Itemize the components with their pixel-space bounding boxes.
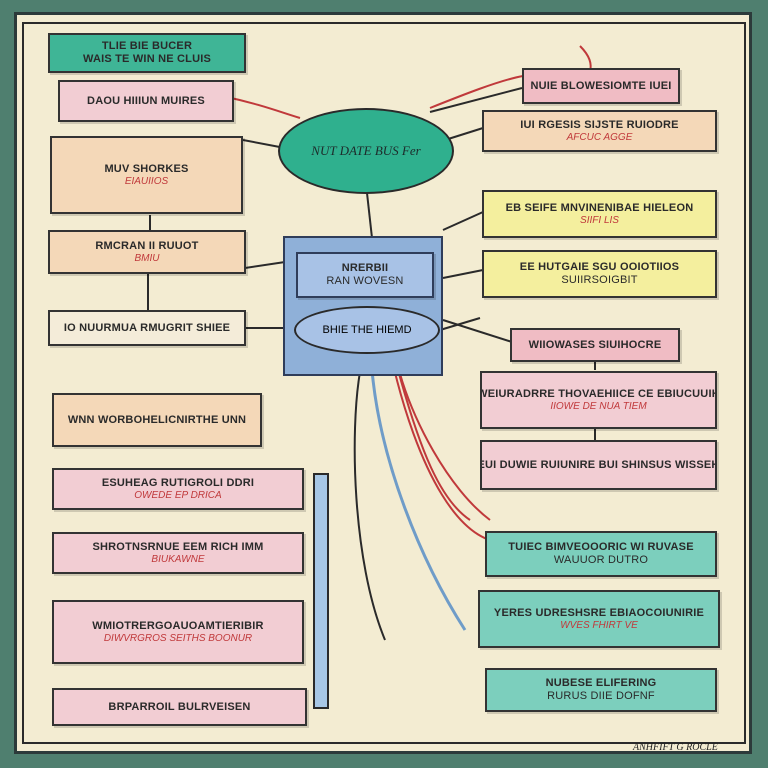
- left-node-2: MUV SHORKES EIAUIIOS: [50, 136, 243, 214]
- hub-title-box: NRERBII RAN WOVESN: [296, 252, 434, 298]
- right-node-3-title: EB SEIFE MNVINENIBAE HIELEON: [505, 201, 694, 214]
- hub-subtitle: RAN WOVESN: [326, 275, 404, 287]
- right-node-10-sub: RURUS DIIE DOFNF: [547, 690, 655, 702]
- connector-bottom-right: [439, 317, 481, 331]
- left-node-6-sub: OWEDE EP DRICA: [134, 489, 222, 501]
- right-node-4: EE HUTGAIE SGU OOIOTIIOS SUIIRSOIGBIT: [482, 250, 717, 298]
- right-node-3-sub: SIIFI LIS: [580, 214, 619, 226]
- right-node-5: WIIOWASES SIUIHOCRE: [510, 328, 680, 362]
- connector-right-3: [442, 211, 484, 231]
- left-node-7: SHROTNSRNUE EEM RICH IMM BIUKAWNE: [52, 532, 304, 574]
- vertical-blue-bar: [313, 473, 329, 709]
- right-node-2-sub: AFCUC AGGE: [566, 131, 633, 143]
- red-wire-3: [394, 354, 491, 521]
- header-line1: TLIE BIE BUCER: [101, 40, 193, 53]
- left-node-7-title: SHROTNSRNUE EEM RICH IMM: [92, 540, 264, 553]
- left-node-2-sub: EIAUIIOS: [124, 175, 169, 187]
- connector-right-4: [442, 269, 484, 279]
- left-node-6: ESUHEAG RUTIGROLI DDRI OWEDE EP DRICA: [52, 468, 304, 510]
- left-node-7-sub: BIUKAWNE: [151, 553, 205, 565]
- right-node-8: TUIEC BIMVEOOORIC WI RUVASE WAUUOR DUTRO: [485, 531, 717, 577]
- left-node-3-sub: BMIU: [134, 252, 160, 264]
- right-node-3: EB SEIFE MNVINENIBAE HIELEON SIIFI LIS: [482, 190, 717, 238]
- hub-ellipse-label: BHIE THE HIEMD: [322, 324, 412, 336]
- right-node-2-title: IUI RGESIS SIJSTE RUIODRE: [520, 118, 679, 131]
- right-node-8-sub: WAUUOR DUTRO: [553, 554, 649, 566]
- right-node-9-sub: WVES FHIRT VE: [560, 619, 638, 631]
- left-node-5: WNN WORBOHELICNIRTHE UNN: [52, 393, 262, 447]
- left-node-4-title: IO NUURMUA RMUGRIT SHIEE: [63, 321, 231, 334]
- connector-right-top: [429, 87, 523, 113]
- right-node-6: WEIURADRRE THOVAEHIICE CE EBIUCUUIH IIOW…: [480, 371, 717, 429]
- central-ellipse-label: NUT DATE BUS Fer: [311, 143, 421, 158]
- left-node-1-title: DAOU HIIIUN MUIRES: [87, 94, 205, 107]
- left-node-3-title: RMCRAN II RUUOT: [95, 239, 199, 252]
- left-node-8-title: WMIOTRERGOAUOAMTIERIBIR: [92, 619, 264, 632]
- header-box: TLIE BIE BUCER WAIS TE WIN NE CLUIS: [48, 33, 246, 73]
- right-node-8-title: TUIEC BIMVEOOORIC WI RUVASE: [508, 541, 694, 554]
- hub-ellipse: BHIE THE HIEMD: [294, 306, 440, 354]
- left-node-6-title: ESUHEAG RUTIGROLI DDRI: [101, 476, 255, 489]
- right-node-1: NUIE BLOWESIOMTE IUEI: [522, 68, 680, 104]
- left-node-1: DAOU HIIIUN MUIRES: [58, 80, 234, 122]
- signature: ANHFIFT G ROCLE: [633, 742, 718, 753]
- right-node-1-title: NUIE BLOWESIOMTE IUEI: [530, 79, 672, 92]
- right-node-5-title: WIIOWASES SIUIHOCRE: [528, 338, 662, 351]
- central-ellipse: NUT DATE BUS Fer: [278, 108, 454, 194]
- connector-down-1: [353, 371, 386, 641]
- left-node-3: RMCRAN II RUUOT BMIU: [48, 230, 246, 274]
- left-node-8: WMIOTRERGOAUOAMTIERIBIR DIWVRGROS SEITHS…: [52, 600, 304, 664]
- right-node-9-title: YERES UDRESHSRE EBIAOCOIUNIRIE: [493, 606, 705, 619]
- header-line2: WAIS TE WIN NE CLUIS: [82, 53, 212, 65]
- right-node-7-title: EUI DUWIE RUIUNIRE BUI SHINSUS WISSEH: [480, 458, 717, 471]
- hub-title: NRERBII: [341, 262, 389, 275]
- connector-right-2: [444, 127, 484, 141]
- left-node-9: BRPARROIL BULRVEISEN: [52, 688, 307, 726]
- blue-wire-1: [370, 369, 467, 631]
- left-node-4: IO NUURMUA RMUGRIT SHIEE: [48, 310, 246, 346]
- left-node-5-title: WNN WORBOHELICNIRTHE UNN: [67, 413, 247, 426]
- red-wire-4: [397, 369, 471, 521]
- connector-right-5: [442, 319, 513, 343]
- red-wire-2: [429, 75, 524, 109]
- connector-left-3: [244, 261, 286, 269]
- right-node-6-title: WEIURADRRE THOVAEHIICE CE EBIUCUUIH: [480, 387, 717, 400]
- right-node-4-sub: SUIIRSOIGBIT: [561, 274, 638, 286]
- right-node-6-sub: IIOWE DE NUA TIEM: [550, 400, 647, 412]
- right-node-10-title: NUBESE ELIFERING: [545, 677, 657, 690]
- right-node-7: EUI DUWIE RUIUNIRE BUI SHINSUS WISSEH: [480, 440, 717, 490]
- left-node-8-sub: DIWVRGROS SEITHS BOONUR: [103, 632, 253, 644]
- right-node-4-title: EE HUTGAIE SGU OOIOTIIOS: [519, 261, 680, 274]
- connector-ellipse-hub: [366, 192, 373, 239]
- right-node-2: IUI RGESIS SIJSTE RUIODRE AFCUC AGGE: [482, 110, 717, 152]
- right-node-10: NUBESE ELIFERING RURUS DIIE DOFNF: [485, 668, 717, 712]
- left-node-2-title: MUV SHORKES: [104, 162, 189, 175]
- left-node-9-title: BRPARROIL BULRVEISEN: [108, 700, 251, 713]
- right-node-9: YERES UDRESHSRE EBIAOCOIUNIRIE WVES FHIR…: [478, 590, 720, 648]
